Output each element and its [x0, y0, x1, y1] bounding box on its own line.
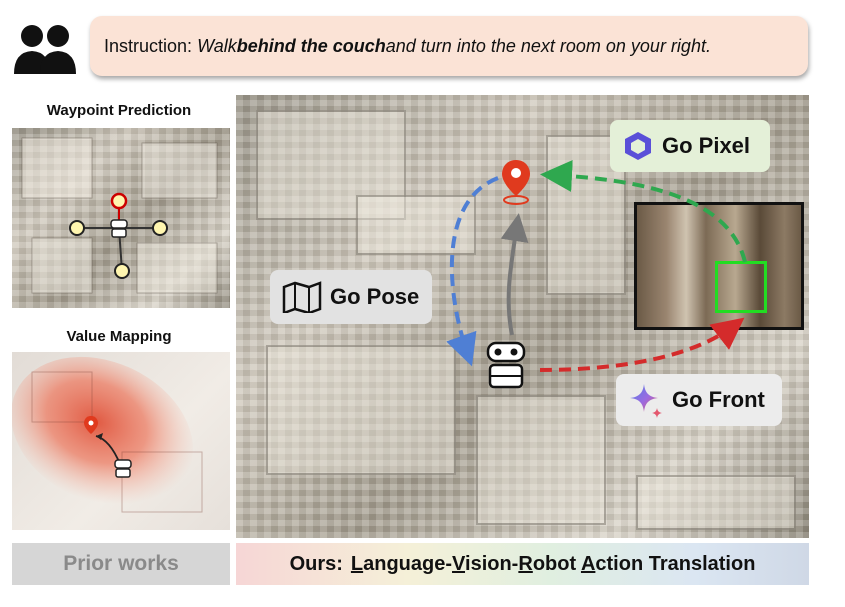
go-front-label: Go Front [672, 387, 765, 412]
go-front-tag: Go Front [616, 374, 782, 426]
value-mapping-panel [12, 352, 230, 530]
instruction-emphasis: behind the couch [236, 35, 386, 56]
map-room [256, 110, 406, 220]
robot-icon [486, 341, 526, 389]
go-pixel-tag: Go Pixel [610, 120, 770, 172]
qwen-logo-icon [625, 132, 651, 160]
waypoint-diagram [21, 137, 218, 294]
value-mapping-title: Value Mapping [66, 328, 172, 345]
prior-works-label: Prior works [12, 543, 230, 585]
gemini-star-icon [630, 384, 662, 418]
waypoint-node-top [110, 192, 128, 210]
go-pose-label: Go Pose [330, 284, 420, 309]
waypoint-node-left [69, 220, 85, 236]
ours-title: Language-Vision-Robot Action Translation [350, 552, 756, 575]
waypoint-node-right [152, 220, 168, 236]
go-pose-tag: Go Pose [270, 270, 432, 324]
straight-arrow [500, 213, 529, 336]
waypoint-prediction-title: Waypoint Prediction [46, 102, 192, 119]
go-pixel-label: Go Pixel [662, 133, 751, 158]
robot-icon [110, 219, 128, 238]
location-pin-icon [502, 160, 530, 205]
instruction-box: Instruction: Walk behind the couch and t… [90, 16, 808, 76]
instruction-prefix: Instruction: [104, 35, 193, 56]
map-room [636, 475, 796, 530]
ours-label: Ours: Language-Vision-Robot Action Trans… [236, 543, 809, 585]
instruction-part2: and turn into the next room on your righ… [385, 35, 711, 56]
map-room [476, 395, 606, 525]
users-icon [14, 25, 76, 74]
go-front-arrow [539, 317, 745, 372]
instruction-part1: Walk [197, 35, 237, 56]
value-map-diagram [12, 356, 203, 513]
waypoint-prediction-panel [12, 128, 230, 308]
ours-prefix: Ours: [289, 552, 343, 575]
go-pose-arrow [446, 176, 499, 367]
highlight-box [715, 261, 767, 313]
map-room [266, 345, 456, 475]
go-pixel-arrow [540, 160, 747, 263]
map-icon [282, 281, 322, 313]
robot-icon [114, 459, 132, 478]
location-pin-icon [84, 416, 98, 434]
egocentric-view-photo [634, 202, 804, 330]
waypoint-node-bottom [114, 263, 130, 279]
